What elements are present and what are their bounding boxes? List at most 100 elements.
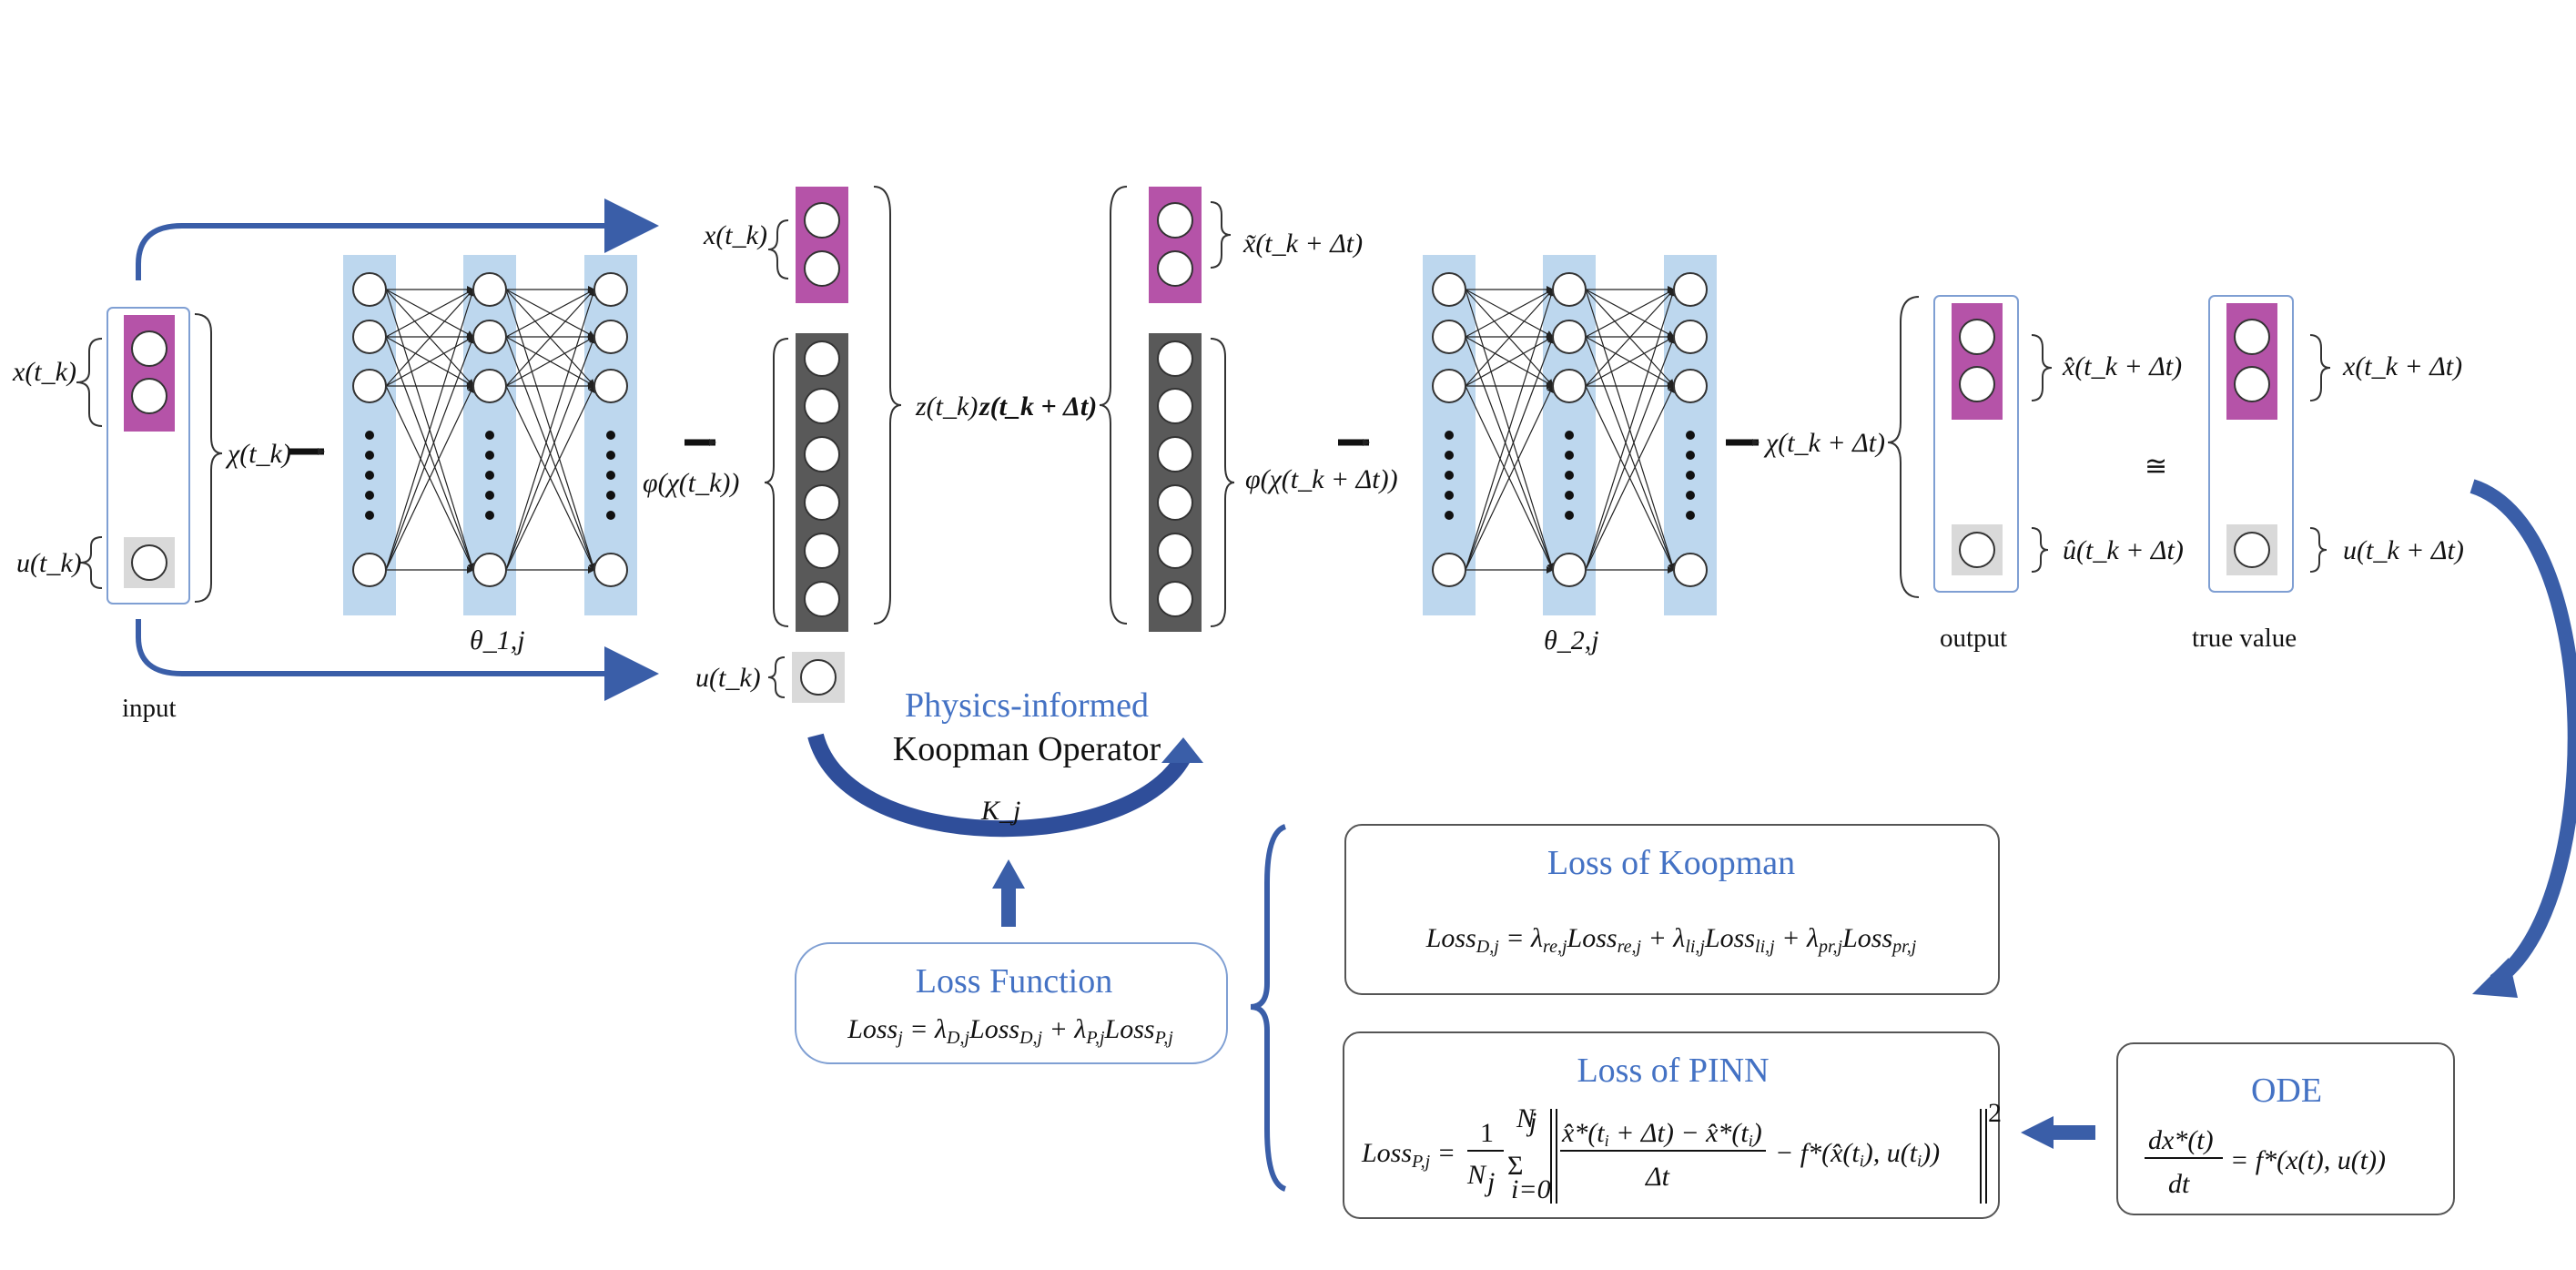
encoder-connection bbox=[385, 289, 474, 387]
encoder-connection bbox=[385, 336, 474, 387]
svg-text:j: j bbox=[1484, 1167, 1495, 1197]
encoder-connection bbox=[505, 336, 595, 387]
propagated-lift-neuron bbox=[1157, 484, 1193, 521]
decoder-neuron bbox=[1673, 272, 1708, 307]
decoder-connection bbox=[1585, 336, 1676, 571]
decoder-neuron bbox=[1552, 272, 1587, 307]
latent-phi-label: φ(χ(t_k)) bbox=[643, 468, 739, 498]
encoder-connection bbox=[505, 385, 595, 571]
encoder-ellipsis-dot bbox=[365, 511, 374, 520]
latent-lift-neuron bbox=[804, 340, 840, 377]
output-u-label: û(t_k + Δt) bbox=[2063, 535, 2184, 565]
encoder-neuron bbox=[593, 320, 628, 354]
decoder-ellipsis-dot bbox=[1445, 491, 1454, 500]
svg-text:LossP,j =: LossP,j = bbox=[1361, 1138, 1455, 1172]
decoder-neuron bbox=[1673, 553, 1708, 587]
input-u-label: u(t_k) bbox=[16, 548, 82, 578]
loss-function-formula: Lossj = λD,jLossD,j + λP,jLossP,j bbox=[847, 1014, 1173, 1048]
true-value-block: x(t_k + Δt) u(t_k + Δt) true value bbox=[2192, 295, 2464, 653]
loss-terms-brace bbox=[1250, 824, 1287, 1192]
loss-function-box: Loss Function Lossj = λD,jLossD,j + λP,j… bbox=[795, 942, 1228, 1064]
propagated-block: z(t_k + Δt) x̃(t_k + Δt) φ(χ(t_k + Δt)) bbox=[979, 186, 1398, 632]
encoder-connection bbox=[385, 289, 475, 571]
decoder-connection bbox=[1465, 385, 1554, 571]
decoder-connection bbox=[1465, 289, 1554, 387]
decoder-connection bbox=[1465, 336, 1555, 571]
decoder-connection bbox=[1585, 289, 1676, 571]
encoder-neuron bbox=[352, 553, 387, 587]
encoder-neuron bbox=[472, 272, 507, 307]
encoder-connection bbox=[505, 336, 596, 571]
encoder-ellipsis-dot bbox=[606, 491, 615, 500]
koopman-title-line2: Koopman Operator bbox=[893, 730, 1161, 768]
approx-equal-symbol: ≅ bbox=[2145, 452, 2167, 482]
encoder-ellipsis-dot bbox=[485, 491, 494, 500]
svg-text:dx*(t): dx*(t) bbox=[2148, 1125, 2214, 1155]
encoder-ellipsis-dot bbox=[365, 431, 374, 440]
latent-lift-neuron bbox=[804, 581, 840, 617]
svg-text:Δt: Δt bbox=[1645, 1162, 1670, 1192]
decoder-ellipsis-dot bbox=[1565, 511, 1574, 520]
true-value-caption: true value bbox=[2192, 624, 2297, 653]
propagated-lift-neuron bbox=[1157, 533, 1193, 569]
encoder-ellipsis-dot bbox=[606, 471, 615, 480]
control-bypass-arrow bbox=[136, 619, 659, 701]
input-caption: input bbox=[122, 694, 177, 723]
input-chi-label: χ(t_k) bbox=[225, 439, 291, 469]
encoder-ellipsis-dot bbox=[606, 511, 615, 520]
loss-koopman-box: Loss of Koopman LossD,j = λre,jLossre,j … bbox=[1344, 824, 2000, 995]
ode-title: ODE bbox=[2251, 1072, 2322, 1110]
koopman-operator-arc bbox=[807, 733, 1191, 838]
encoder-neuron bbox=[352, 272, 387, 307]
decoder-connection bbox=[1585, 385, 1675, 571]
loss-to-koopman-arrow bbox=[1001, 887, 1016, 927]
latent-z-label: z(t_k) bbox=[915, 391, 978, 422]
input-block: x(t_k) u(t_k) χ(t_k) input bbox=[12, 307, 291, 723]
decoder-neuron bbox=[1432, 320, 1466, 354]
decoder-ellipsis-dot bbox=[1565, 471, 1574, 480]
decoder-theta-label: θ_2,j bbox=[1544, 625, 1599, 655]
decoder-connection bbox=[1585, 336, 1675, 387]
latent-lift-neuron bbox=[804, 388, 840, 424]
decoder-network bbox=[1423, 255, 1717, 615]
output-x-label: x̂(t_k + Δt) bbox=[2062, 351, 2182, 381]
latent-block: x(t_k) φ(χ(t_k)) u(t_k) z(t_k) bbox=[643, 186, 978, 703]
svg-text:x̂*(ti + Δt) − x̂*(ti): x̂*(ti + Δt) − x̂*(ti) bbox=[1561, 1118, 1762, 1150]
encoder-neuron bbox=[472, 320, 507, 354]
encoder-connection bbox=[505, 289, 596, 571]
decoder-neuron bbox=[1432, 553, 1466, 587]
true-to-ode-arrowhead bbox=[2472, 958, 2518, 998]
decoder-neuron bbox=[1552, 320, 1587, 354]
output-block: x̂(t_k + Δt) û(t_k + Δt) output bbox=[1887, 295, 2184, 653]
decoder-neuron bbox=[1432, 369, 1466, 403]
propagated-lift-neuron bbox=[1157, 340, 1193, 377]
decoder-ellipsis-dot bbox=[1686, 511, 1695, 520]
decoder-ellipsis-dot bbox=[1686, 471, 1695, 480]
svg-text:j: j bbox=[1526, 1107, 1536, 1137]
encoder-neuron bbox=[352, 369, 387, 403]
decoder-connection bbox=[1465, 336, 1554, 387]
svg-text:Σ: Σ bbox=[1507, 1151, 1523, 1181]
encoder-ellipsis-dot bbox=[485, 431, 494, 440]
encoder-connection bbox=[385, 289, 474, 338]
output-caption: output bbox=[1940, 624, 2007, 653]
true-u-label: u(t_k + Δt) bbox=[2343, 535, 2464, 565]
decoder-ellipsis-dot bbox=[1565, 431, 1574, 440]
encoder-neuron bbox=[352, 320, 387, 354]
loss-function-title: Loss Function bbox=[916, 962, 1112, 1001]
ode-formula: dx*(t) dt = f*(x(t), u(t)) bbox=[2145, 1125, 2386, 1199]
ode-to-pinn-arrow bbox=[2050, 1125, 2095, 1140]
loss-to-koopman-arrowhead bbox=[992, 859, 1025, 889]
encoder-neuron bbox=[472, 369, 507, 403]
encoder-neuron bbox=[472, 553, 507, 587]
svg-text:N: N bbox=[1466, 1160, 1487, 1190]
koopman-arc-arrowhead bbox=[1161, 737, 1203, 763]
propagated-lift-neuron bbox=[1157, 581, 1193, 617]
decoder-ellipsis-dot bbox=[1686, 451, 1695, 460]
latent-lift-neuron bbox=[804, 533, 840, 569]
encoder-neuron bbox=[593, 272, 628, 307]
svg-text:− f*(x̂(ti), u(ti)): − f*(x̂(ti), u(ti)) bbox=[1775, 1138, 1940, 1170]
ode-box: ODE dx*(t) dt = f*(x(t), u(t)) bbox=[2116, 1042, 2455, 1215]
